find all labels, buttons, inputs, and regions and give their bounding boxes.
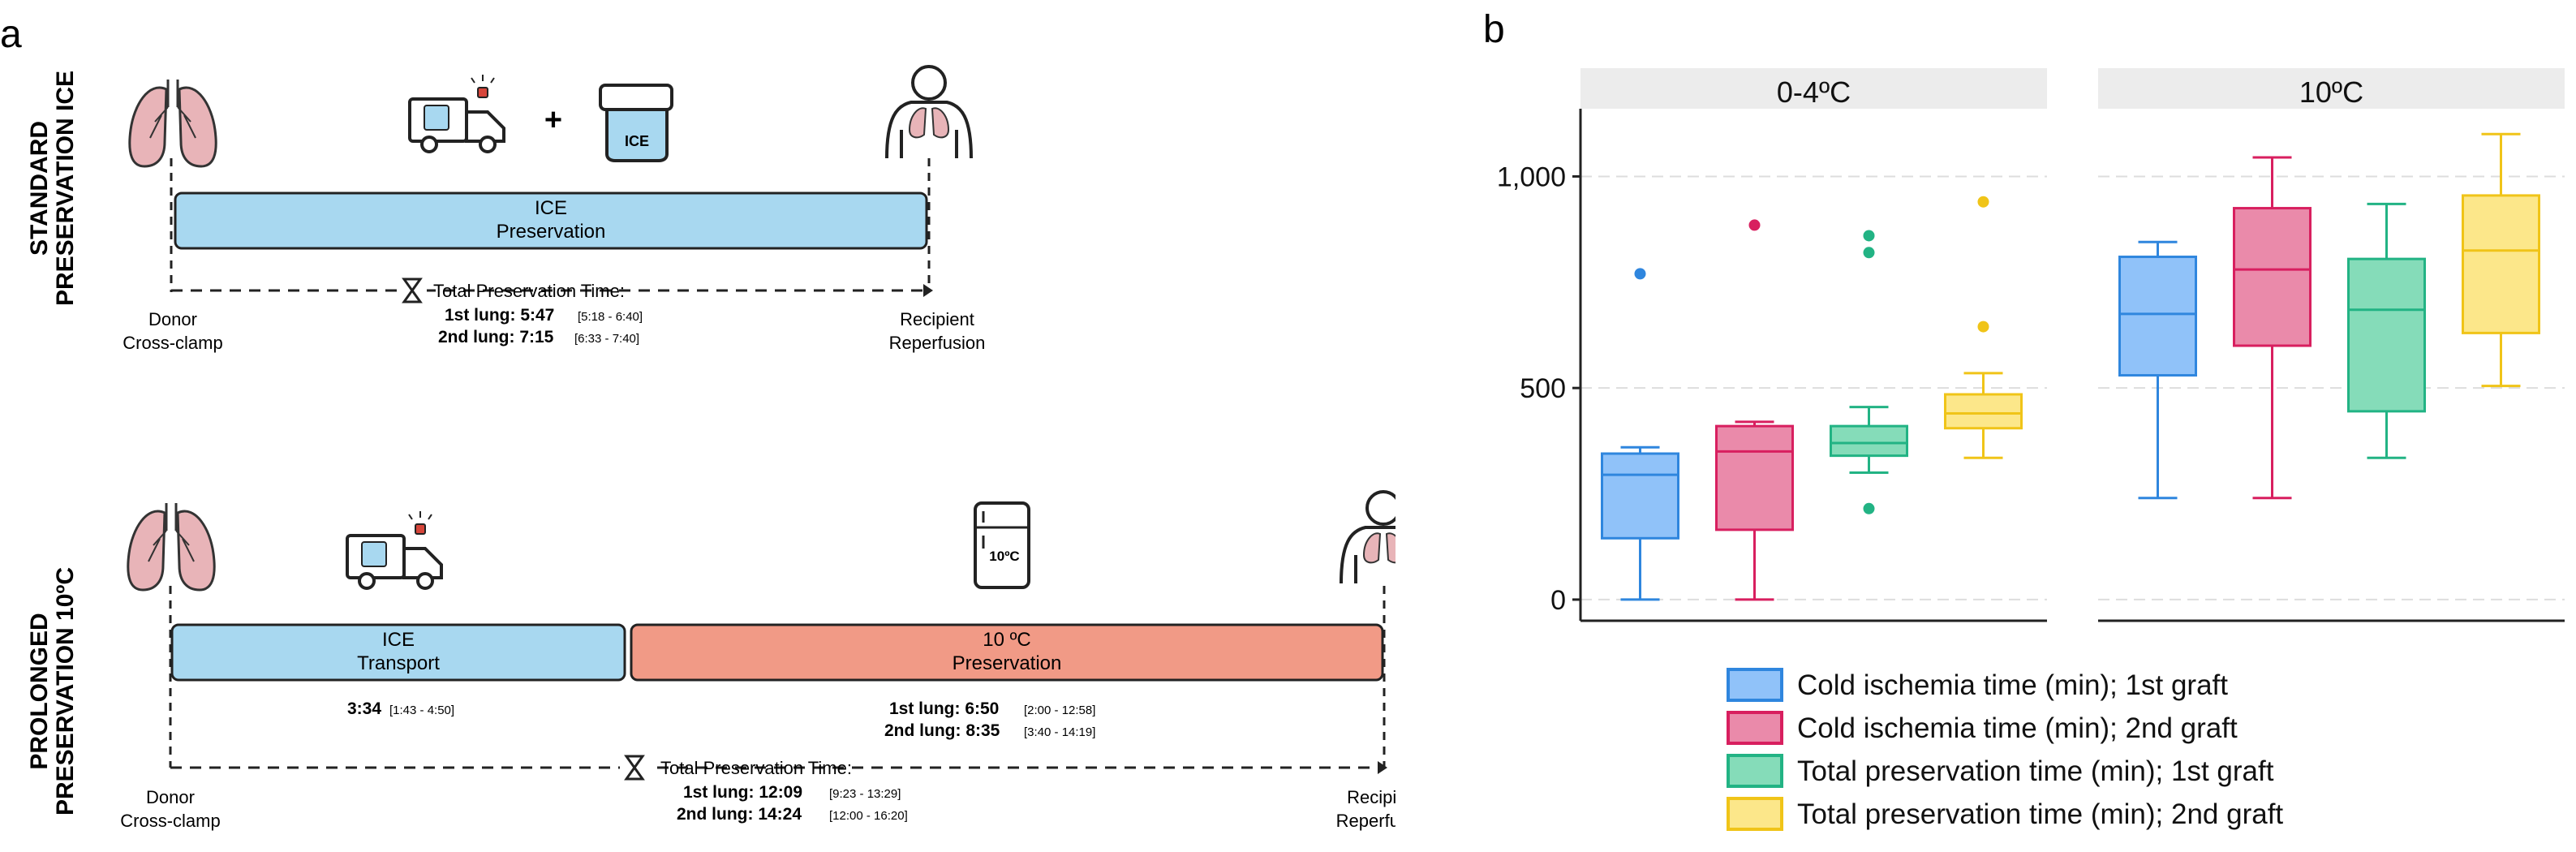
donor-lungs-icon: [128, 78, 217, 168]
transport-van-icon: [408, 73, 505, 153]
pres-lung1: 1st lung: 6:50: [889, 699, 999, 718]
standard-row: STANDARD PRESERVATION ICE + ICE ICE Pres…: [26, 65, 986, 353]
prolonged-side-label-2: PRESERVATION 10ºC: [52, 567, 79, 815]
total-lung1-range: [9:23 - 13:29]: [829, 787, 901, 801]
total-lung2: 2nd lung: 14:24: [677, 805, 802, 824]
ice-transport-line1: ICE: [382, 629, 415, 651]
y-tick-label: 1,000: [1497, 161, 1566, 192]
pres-lung2-range: [3:40 - 14:19]: [1024, 725, 1095, 739]
prolonged-recipient-1: Recipient: [1347, 787, 1396, 807]
warm-bar-line2: Preservation: [953, 652, 1062, 674]
box: [1944, 393, 2023, 430]
ice-bar-line2: Preservation: [497, 221, 606, 243]
ice-transport-line2: Transport: [357, 652, 440, 674]
facet-strip: [1580, 68, 2047, 109]
legend-label: Cold ischemia time (min); 2nd graft: [1797, 712, 2238, 744]
standard-donor-2: Cross-clamp: [123, 333, 222, 353]
warm-preservation-bar: [630, 623, 1384, 682]
panel-a-diagram: a STANDARD PRESERVATION ICE + ICE ICE Pr…: [0, 13, 1396, 831]
recipient-person-icon-2: [1340, 490, 1396, 585]
facet-label: 0-4ºC: [1777, 75, 1851, 109]
prolonged-side-label-1: PROLONGED: [26, 613, 53, 769]
prolonged-total-title: Total Preservation Time:: [660, 758, 852, 778]
warm-bar-line1: 10 ºC: [983, 629, 1030, 651]
ice-transport-bar: [170, 623, 626, 682]
legend-swatch: [1727, 797, 1783, 831]
ice-box-label: ICE: [625, 133, 649, 149]
prolonged-donor-1: Donor: [146, 787, 195, 807]
prolonged-recipient-2: Reperfusion: [1336, 811, 1396, 831]
pres-lung1-range: [2:00 - 12:58]: [1024, 704, 1095, 717]
facet-label: 10ºC: [2299, 75, 2363, 109]
box: [1830, 424, 1908, 458]
box: [2233, 207, 2312, 347]
outlier-point: [1863, 230, 1875, 242]
y-tick-label: 500: [1520, 373, 1566, 404]
outlier-point: [1634, 268, 1646, 280]
standard-recipient-2: Reperfusion: [889, 333, 986, 353]
standard-lung2: 2nd lung: 7:15: [438, 328, 554, 346]
standard-lung1: 1st lung: 5:47: [445, 306, 554, 325]
fridge-icon: 10ºC: [974, 501, 1030, 589]
outlier-point: [1748, 219, 1761, 231]
legend-swatch: [1727, 754, 1783, 788]
donor-lungs-icon-2: [127, 501, 216, 592]
y-tick-label: 0: [1550, 585, 1566, 616]
legend-label: Total preservation time (min); 1st graft: [1797, 755, 2274, 787]
box: [1715, 424, 1794, 531]
ice-bar-line1: ICE: [535, 197, 567, 219]
standard-total-title: Total Preservation Time:: [433, 281, 625, 301]
box: [2462, 194, 2540, 334]
legend-swatch: [1727, 711, 1783, 745]
standard-side-label-1: STANDARD: [26, 121, 53, 256]
ice-preservation-bar: [174, 191, 928, 250]
legend-label: Total preservation time (min); 2nd graft: [1797, 798, 2283, 830]
recipient-person-icon: [885, 65, 973, 160]
box: [1601, 452, 1679, 540]
prolonged-donor-2: Cross-clamp: [120, 811, 220, 831]
pres-lung2: 2nd lung: 8:35: [884, 721, 1000, 740]
legend-label: Cold ischemia time (min); 1st graft: [1797, 669, 2228, 701]
box: [2118, 256, 2197, 377]
box: [2347, 257, 2426, 413]
total-lung1: 1st lung: 12:09: [683, 783, 802, 802]
outlier-point: [1863, 247, 1875, 259]
outlier-point: [1977, 321, 1989, 333]
outlier-point: [1977, 196, 1989, 208]
hourglass-icon-2: [624, 755, 645, 781]
standard-side-label-2: PRESERVATION ICE: [52, 71, 79, 306]
ice-box-icon: ICE: [599, 84, 673, 162]
transport-van-icon-2: [346, 510, 443, 590]
hourglass-icon: [402, 278, 423, 303]
transport-range: [1:43 - 4:50]: [389, 704, 454, 717]
standard-donor-1: Donor: [148, 309, 197, 329]
standard-recipient-1: Recipient: [900, 309, 974, 329]
standard-lung1-range: [5:18 - 6:40]: [578, 310, 643, 324]
panel-b-label: b: [1483, 8, 1505, 51]
panel-a-label: a: [0, 13, 22, 56]
facet-strip: [2098, 68, 2565, 109]
standard-lung2-range: [6:33 - 7:40]: [574, 332, 639, 346]
total-lung2-range: [12:00 - 16:20]: [829, 809, 908, 823]
prolonged-row: PROLONGED PRESERVATION 10ºC 10ºC ICE Tra…: [26, 490, 1396, 831]
plus-sign: +: [544, 103, 562, 137]
transport-time: 3:34: [347, 699, 381, 718]
fridge-label: 10ºC: [989, 549, 1019, 564]
outlier-point: [1863, 502, 1875, 514]
legend-swatch: [1727, 668, 1783, 702]
